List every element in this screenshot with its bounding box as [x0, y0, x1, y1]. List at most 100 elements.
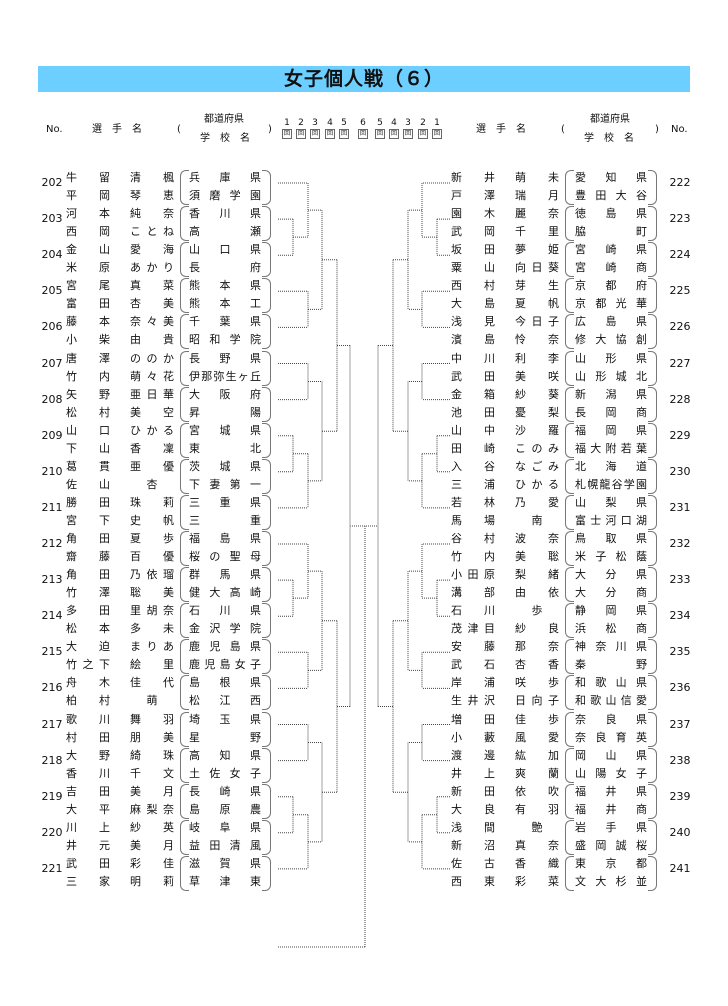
prefecture: 和歌山県	[575, 676, 647, 690]
close-paren-right: )	[655, 124, 659, 135]
bracket-open-icon	[180, 855, 189, 891]
school: 福井商	[575, 802, 647, 816]
prefecture: 香川県	[189, 207, 261, 221]
player-family-name: 舟木	[66, 676, 110, 690]
player-given-name: 絵里	[130, 658, 174, 672]
entry-number: 240	[669, 825, 691, 839]
school: 山陽女子	[575, 766, 647, 780]
prefecture: 山形県	[575, 351, 647, 365]
player-given-name: 千文	[130, 766, 174, 780]
player-given-name: 有羽	[515, 802, 559, 816]
bracket-open-icon	[180, 747, 189, 783]
player-family-name: 渡邊	[451, 748, 495, 762]
player-family-name: 川上	[66, 820, 110, 834]
school: 浜松商	[575, 622, 647, 636]
player-given-name: 舞羽	[130, 712, 174, 726]
player-family-name: 宮下	[66, 513, 110, 527]
player-family-name: 松本	[66, 622, 110, 636]
player-family-name: 角田	[66, 568, 110, 582]
player-given-name: ののか	[130, 351, 174, 365]
bracket-close-icon	[262, 458, 271, 494]
bracket-open-icon	[565, 314, 574, 350]
bracket-open-icon	[180, 494, 189, 530]
player-given-name: 明莉	[130, 874, 174, 888]
player-family-name: 新田	[451, 784, 495, 798]
player-family-name: 大野	[66, 748, 110, 762]
player-family-name: 井元	[66, 838, 110, 852]
school: 東北	[189, 441, 261, 455]
school: 京都光華	[575, 297, 647, 311]
round-label-left-4: 4	[327, 118, 333, 128]
bracket-close-icon	[262, 855, 271, 891]
entry-number: 203	[41, 212, 63, 226]
round-label-right-2: 4	[391, 118, 397, 128]
player-given-name: 亜日華	[130, 387, 174, 401]
bracket-open-icon	[180, 170, 189, 205]
prefecture: 福岡県	[575, 423, 647, 437]
entry-number: 218	[41, 753, 63, 767]
school: 健大高崎	[189, 586, 261, 600]
player-given-name: 美空	[130, 405, 174, 419]
round-label-right-5-suffix: 回	[432, 129, 442, 139]
player-family-name: 新井	[451, 171, 495, 184]
player-family-name: 歌川	[66, 712, 110, 726]
prefecture: 鹿児島県	[189, 640, 261, 654]
player-given-name: 紗葵	[515, 387, 559, 401]
prefecture: 愛知県	[575, 171, 647, 184]
entry-number: 219	[41, 789, 63, 803]
prefecture: 島根県	[189, 676, 261, 690]
player-given-name: まりあ	[130, 640, 174, 654]
bracket-open-icon	[565, 170, 574, 205]
entry-number: 204	[41, 248, 63, 262]
player-family-name: 柏村	[66, 694, 110, 708]
prefecture: 大分県	[575, 568, 647, 582]
entry-number: 212	[41, 537, 63, 550]
bracket-close-icon	[648, 783, 657, 819]
round-label-left-3: 3	[312, 118, 318, 128]
player-name-label-right: 選 手 名	[476, 124, 526, 135]
player-given-name: 歩	[531, 604, 543, 618]
bracket-close-icon	[262, 386, 271, 422]
player-family-name: 宮尾	[66, 279, 110, 293]
round-label-left-2-suffix: 回	[296, 129, 306, 139]
player-given-name: 琴恵	[130, 189, 174, 202]
school: 脇町	[575, 225, 647, 239]
bracket-open-icon	[180, 531, 189, 566]
player-given-name: 夏帆	[515, 297, 559, 311]
prefecture: 福井県	[575, 784, 647, 798]
player-given-name: 真奈	[515, 838, 559, 852]
bracket-open-icon	[180, 819, 189, 855]
player-given-name: 梨緒	[515, 568, 559, 582]
prefecture: 鳥取県	[575, 532, 647, 545]
player-family-name: 山口	[66, 423, 110, 437]
player-given-name: 今日子	[515, 315, 559, 329]
bracket-close-icon	[648, 639, 657, 675]
school: 修大協創	[575, 333, 647, 347]
player-given-name: 史帆	[130, 513, 174, 527]
player-family-name: 溝部	[451, 586, 495, 600]
school: 長岡商	[575, 405, 647, 419]
player-family-name: 下山	[66, 441, 110, 455]
entry-number: 220	[41, 825, 63, 839]
player-given-name: 聡美	[130, 586, 174, 600]
round-label-left-1-suffix: 回	[282, 129, 292, 139]
prefecture: 熊本県	[189, 279, 261, 293]
player-family-name: 小柴	[66, 333, 110, 347]
school: 札幌龍谷学園	[575, 477, 647, 491]
bracket-open-icon	[180, 675, 189, 711]
round-label-left-1: 1	[284, 118, 290, 128]
school: 昭和学院	[189, 333, 261, 347]
school: 宮崎商	[575, 261, 647, 275]
bracket-close-icon	[648, 170, 657, 205]
entry-number: 233	[669, 573, 691, 587]
bracket-close-icon	[648, 567, 657, 603]
player-family-name: 中川	[451, 351, 495, 365]
bracket-close-icon	[262, 603, 271, 639]
player-family-name: 武岡	[451, 225, 495, 239]
bracket-open-icon	[565, 242, 574, 278]
prefecture: 神奈川県	[575, 640, 647, 654]
prefecture: 広島県	[575, 315, 647, 329]
school: 高瀬	[189, 225, 261, 239]
player-given-name: 依吹	[515, 784, 559, 798]
